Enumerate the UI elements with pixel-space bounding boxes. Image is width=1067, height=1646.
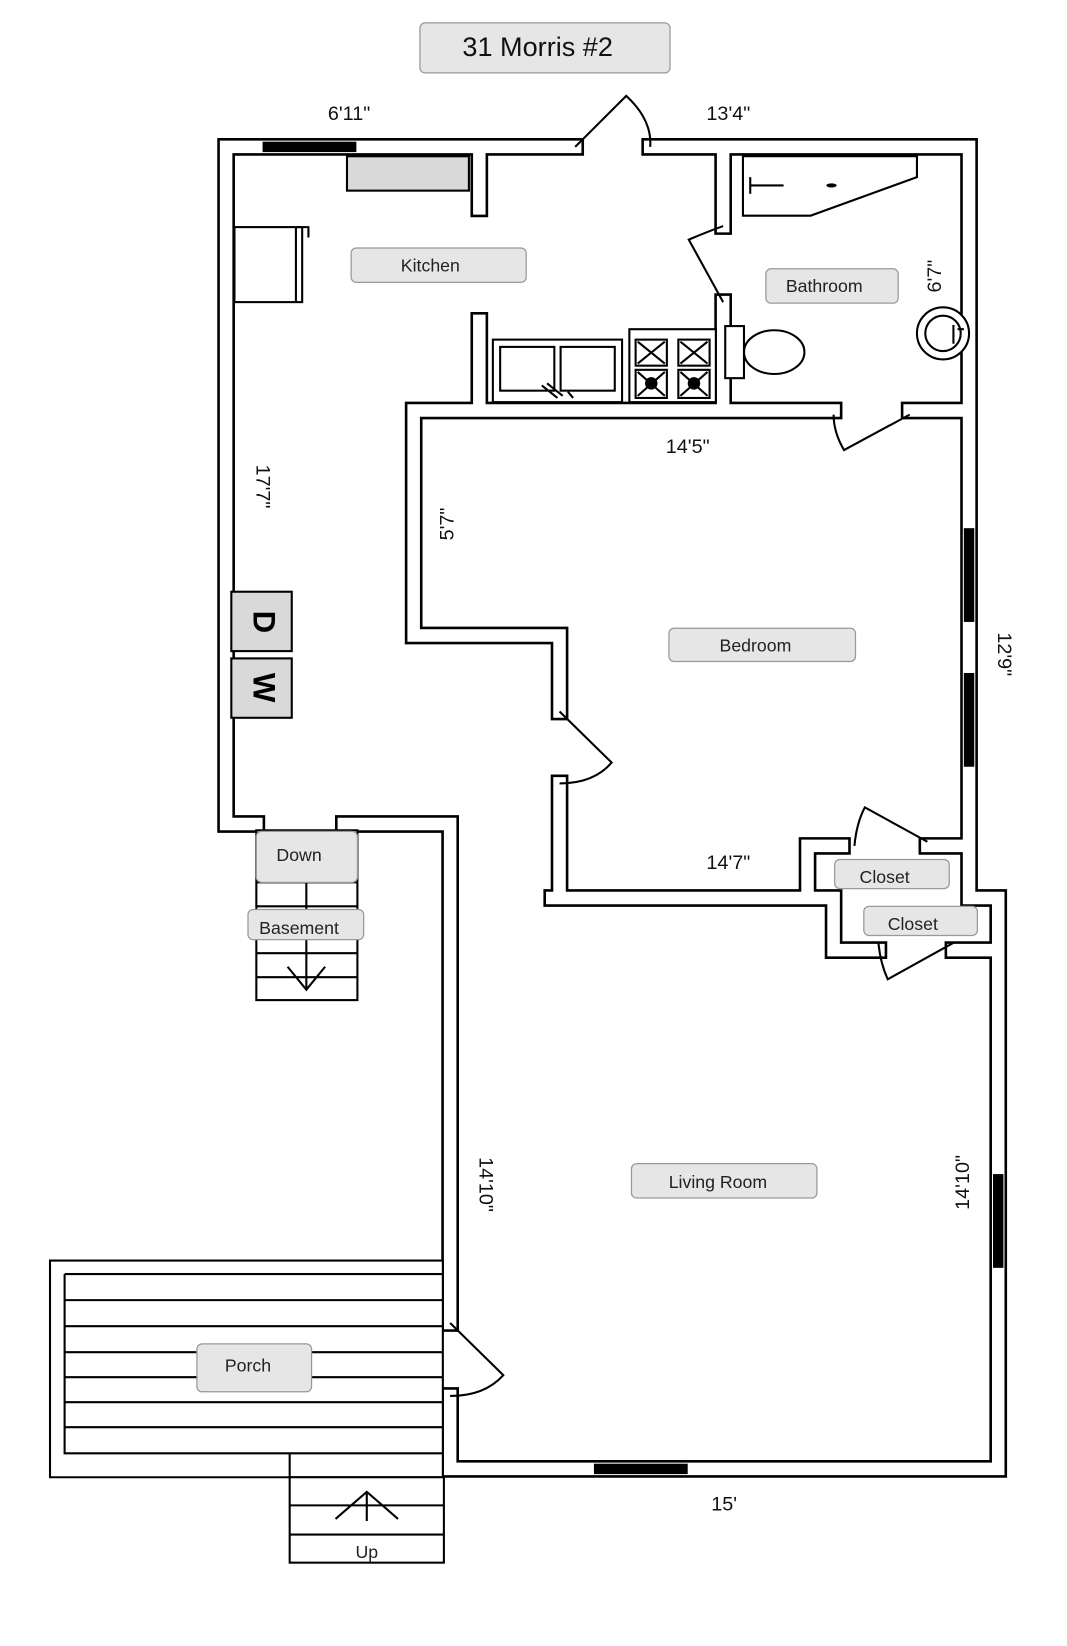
stove	[628, 328, 717, 404]
window-living-bottom	[593, 1463, 688, 1475]
svg-text:Down: Down	[276, 845, 321, 865]
window-kitchen	[262, 141, 357, 153]
svg-text:W: W	[246, 673, 281, 703]
label-kitchen: Kitchen	[350, 247, 527, 283]
doors	[449, 94, 954, 1398]
svg-text:Living Room: Living Room	[669, 1172, 767, 1192]
closet-door-2[interactable]	[877, 941, 954, 981]
window-bedroom-1	[963, 528, 975, 622]
dim-living-right: 14'10"	[952, 1155, 974, 1210]
dim-bedroom-side: 12'9"	[993, 632, 1015, 676]
dim-living-left: 14'10"	[474, 1157, 496, 1212]
dim-bedroom-bottom: 14'7"	[706, 852, 750, 874]
kitchen-fixtures: D W	[230, 155, 717, 719]
bathroom-fixtures	[724, 155, 971, 380]
dim-bath-side: 6'7"	[924, 260, 946, 293]
washer: W	[230, 657, 293, 719]
label-bedroom: Bedroom	[668, 627, 857, 663]
bedroom-bath-door[interactable]	[832, 413, 911, 452]
windows	[262, 141, 1004, 1475]
toilet	[742, 329, 806, 376]
svg-text:Bathroom: Bathroom	[786, 276, 863, 296]
walls	[217, 138, 1008, 1478]
label-down: Down	[255, 830, 359, 884]
svg-text:D: D	[246, 611, 281, 634]
label-closet-1: Closet	[834, 858, 950, 890]
svg-text:Kitchen: Kitchen	[401, 255, 460, 275]
label-up: Up	[355, 1542, 378, 1562]
svg-text:Closet: Closet	[860, 867, 910, 887]
porch-stairs[interactable]	[288, 1476, 445, 1564]
living-room-door[interactable]	[449, 1322, 505, 1398]
label-porch: Porch	[196, 1343, 313, 1393]
toilet-tank	[724, 325, 746, 380]
svg-text:Closet: Closet	[888, 914, 938, 934]
dryer: D	[230, 590, 293, 653]
dim-kitchen-side: 17'7"	[251, 465, 273, 509]
window-bedroom-2	[963, 672, 975, 767]
counter	[345, 155, 470, 192]
svg-text:Basement: Basement	[259, 918, 339, 938]
label-living-room: Living Room	[630, 1163, 818, 1199]
closet-door-1[interactable]	[853, 805, 928, 847]
dim-bedroom-notch: 5'7"	[436, 508, 458, 541]
dim-living-bottom: 15'	[711, 1494, 737, 1516]
plan-title: 31 Morris #2	[462, 31, 613, 62]
label-closet-2: Closet	[863, 905, 979, 937]
svg-text:Porch: Porch	[225, 1355, 271, 1375]
dim-bedroom-top: 14'5"	[666, 436, 710, 458]
front-door[interactable]	[574, 94, 652, 148]
kitchen-sink	[491, 338, 624, 404]
bathroom-door[interactable]	[687, 225, 725, 303]
label-basement: Basement	[247, 908, 365, 941]
title-box: 31 Morris #2	[419, 22, 671, 74]
dim-bath-top: 13'4"	[706, 103, 750, 125]
label-bathroom: Bathroom	[765, 268, 899, 304]
dim-kitchen-top: 6'11"	[328, 103, 370, 125]
svg-text:Bedroom: Bedroom	[720, 636, 792, 656]
window-living-right	[993, 1174, 1004, 1268]
refrigerator	[233, 226, 304, 304]
bedroom-door[interactable]	[558, 710, 614, 785]
